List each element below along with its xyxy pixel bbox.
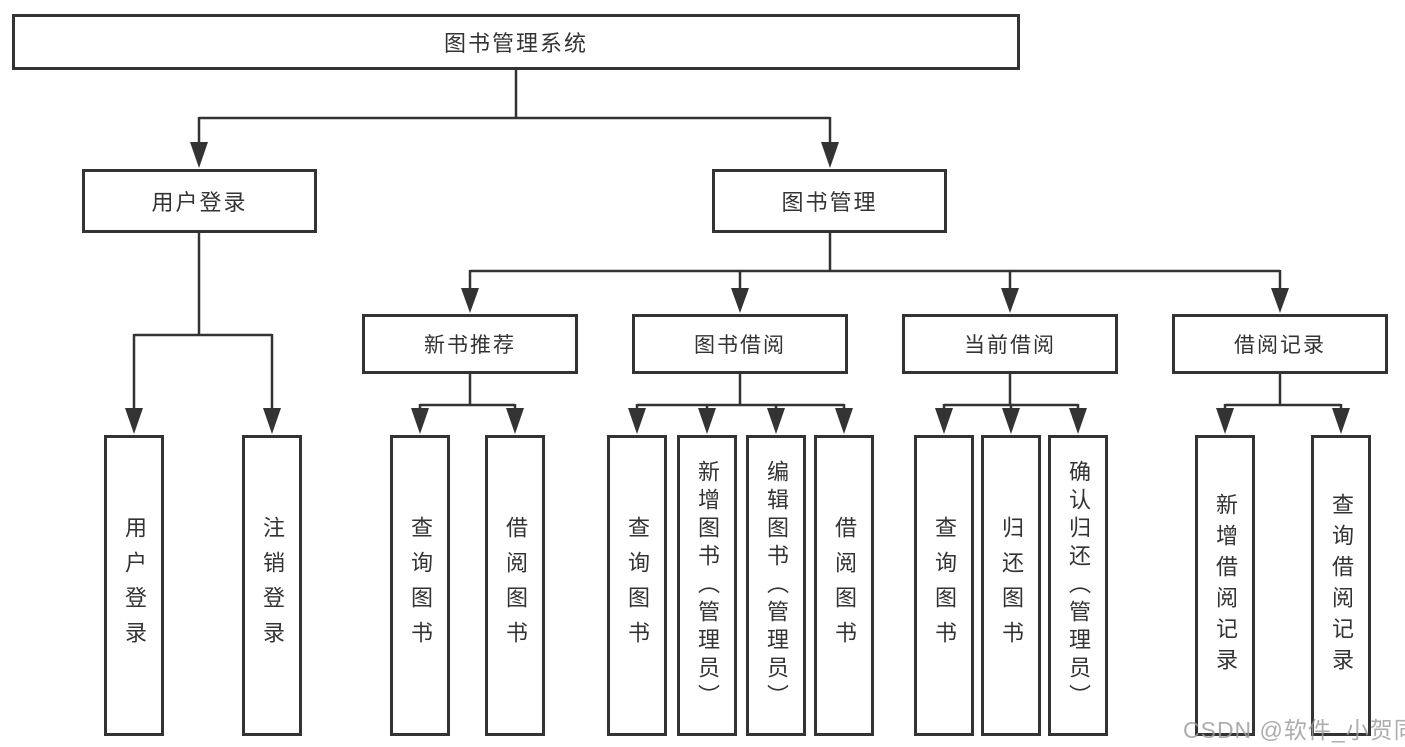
node-label: 当前借阅 (964, 334, 1056, 357)
leaf-label: 新增借阅记录 (1213, 492, 1238, 679)
leaf-label: 新增图书（管理员） (695, 459, 720, 712)
leaf-label: 查询图书 (408, 515, 433, 656)
leaf-return-book: 归还图书 (981, 435, 1041, 736)
leaf-edit-book-admin: 编辑图书（管理员） (746, 435, 806, 736)
node-new-book-recommend: 新书推荐 (362, 314, 578, 374)
leaf-label: 归还图书 (999, 515, 1024, 656)
leaf-user-login: 用户登录 (104, 435, 164, 736)
node-current-borrow: 当前借阅 (902, 314, 1118, 374)
leaf-label: 借阅图书 (503, 515, 528, 656)
node-book-borrow: 图书借阅 (632, 314, 848, 374)
leaf-borrow-book: 借阅图书 (814, 435, 874, 736)
arrowheads (125, 142, 1350, 434)
leaf-logout: 注销登录 (242, 435, 302, 736)
node-label: 图书管理 (781, 190, 878, 215)
node-library-system: 图书管理系统 (12, 14, 1020, 70)
leaf-add-book-admin: 新增图书（管理员） (677, 435, 737, 736)
leaf-query-book-current: 查询图书 (914, 435, 974, 736)
node-borrow-records: 借阅记录 (1172, 314, 1388, 374)
leaf-add-borrow-record: 新增借阅记录 (1195, 435, 1255, 736)
leaf-label: 注销登录 (260, 515, 285, 656)
leaf-label: 确认归还（管理员） (1066, 459, 1091, 712)
node-user-login: 用户登录 (82, 169, 317, 233)
node-label: 图书管理系统 (443, 31, 588, 56)
leaf-label: 编辑图书（管理员） (764, 459, 789, 712)
leaf-borrow-book-newbook: 借阅图书 (485, 435, 545, 736)
leaf-label: 查询图书 (932, 515, 957, 656)
leaf-label: 借阅图书 (832, 515, 857, 656)
node-label: 借阅记录 (1234, 334, 1326, 357)
leaf-label: 查询图书 (625, 515, 650, 656)
leaf-query-book-borrow: 查询图书 (607, 435, 667, 736)
node-label: 图书借阅 (694, 334, 786, 357)
node-label: 用户登录 (151, 190, 248, 215)
leaf-confirm-return-admin: 确认归还（管理员） (1048, 435, 1108, 736)
leaf-query-borrow-record: 查询借阅记录 (1311, 435, 1371, 736)
leaf-label: 查询借阅记录 (1329, 492, 1354, 679)
csdn-watermark: CSDN @软件_小贺同学 (1183, 717, 1405, 743)
leaf-query-book-newbook: 查询图书 (390, 435, 450, 736)
node-book-management: 图书管理 (712, 169, 947, 233)
leaf-label: 用户登录 (122, 515, 147, 656)
node-label: 新书推荐 (424, 334, 516, 357)
